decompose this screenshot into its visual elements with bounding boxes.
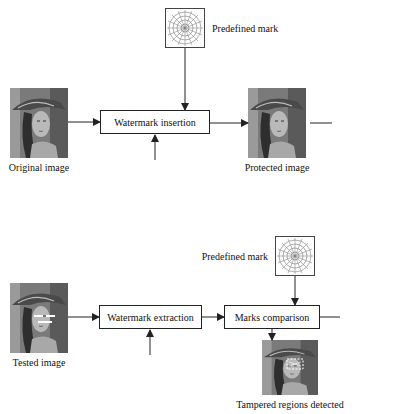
key-input-arrow xyxy=(155,135,156,160)
image-caption: Predefined mark xyxy=(201,251,269,262)
output-line xyxy=(318,317,340,318)
flow-arrow xyxy=(68,122,100,123)
process-box: Watermark extraction xyxy=(99,305,202,329)
mark-picture xyxy=(276,237,315,276)
image-caption: Original image xyxy=(8,162,70,173)
image-figure: Tampered regions detected xyxy=(262,340,318,395)
image-figure: Tested image xyxy=(10,283,68,353)
key-input-arrow xyxy=(150,330,151,355)
flow-arrow xyxy=(68,317,99,318)
image-caption: Predefined mark xyxy=(211,23,279,34)
image-figure: Original image xyxy=(10,88,68,158)
flow-arrow xyxy=(295,276,296,305)
tampered-picture xyxy=(262,340,318,395)
image-figure: Protected image xyxy=(248,88,306,158)
mark-picture xyxy=(166,9,205,48)
image-caption: Protected image xyxy=(244,162,311,173)
image-caption: Tested image xyxy=(12,357,67,368)
process-box: Marks comparison xyxy=(224,305,320,329)
protected-picture xyxy=(248,88,306,158)
flow-arrow xyxy=(272,329,273,340)
output-line xyxy=(310,123,332,124)
image-caption: Tampered regions detected xyxy=(235,399,345,410)
flow-arrow xyxy=(210,123,248,124)
box-label: Watermark insertion xyxy=(114,117,196,128)
original-picture xyxy=(10,88,68,158)
process-box: Watermark insertion xyxy=(100,110,210,134)
flow-arrow xyxy=(202,317,224,318)
flow-arrow xyxy=(185,48,186,110)
tested-picture xyxy=(10,283,68,353)
box-label: Watermark extraction xyxy=(107,312,194,323)
box-label: Marks comparison xyxy=(235,312,310,323)
mark-image: Predefined mark xyxy=(165,8,205,48)
mark-image: Predefined mark xyxy=(275,236,315,276)
